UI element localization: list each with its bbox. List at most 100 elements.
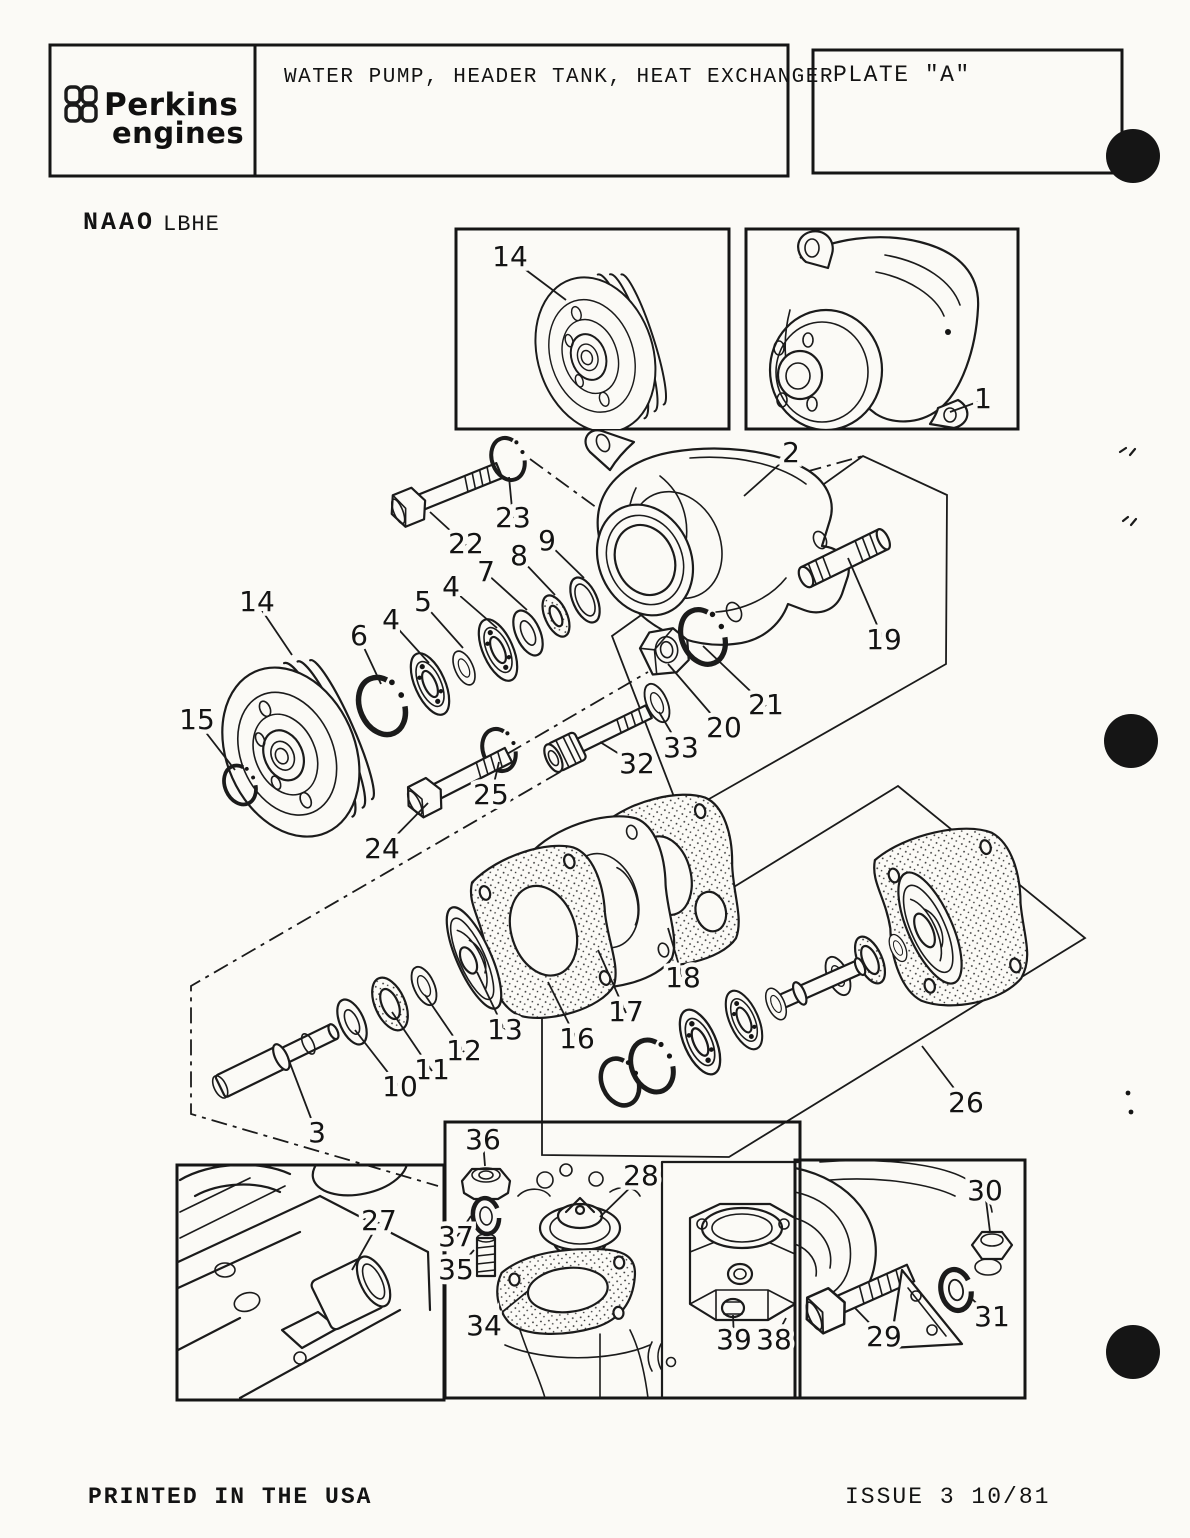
thermostat-housing-art xyxy=(460,1160,800,1398)
leader-line xyxy=(391,1011,433,1072)
leader-line xyxy=(483,1290,529,1328)
part-number-label: 12 xyxy=(446,1034,482,1067)
part-number-label: 35 xyxy=(438,1253,474,1286)
leader-line xyxy=(732,1314,735,1342)
plate-label: PLATE "A" xyxy=(833,62,971,88)
leader-line xyxy=(351,1221,380,1271)
part-number-label: 1 xyxy=(974,382,992,415)
leader-line xyxy=(429,511,467,546)
leader-line xyxy=(508,476,514,520)
leader-line xyxy=(546,541,585,579)
inset-box-pulley xyxy=(454,227,731,431)
leader-line xyxy=(354,1029,401,1089)
perkins-logo: Perkins engines xyxy=(64,85,244,150)
part-number-label: 34 xyxy=(466,1309,502,1342)
seal-ring-art xyxy=(569,576,601,624)
core-plug-art xyxy=(310,1255,392,1331)
inset-box-assembled-pump xyxy=(744,227,1020,431)
part-number-label: 23 xyxy=(495,501,531,534)
header-box xyxy=(48,43,790,178)
plate-box xyxy=(811,48,1124,175)
leader-line xyxy=(743,453,792,497)
seal-art xyxy=(541,594,571,638)
part-number-label: 13 xyxy=(487,1013,523,1046)
part-number-label: 26 xyxy=(948,1086,984,1119)
part-number-label: 2 xyxy=(782,436,800,469)
impeller-art xyxy=(445,906,503,1010)
frame-panel-lower-left xyxy=(190,771,561,1187)
part-number-label: 21 xyxy=(748,688,784,721)
shaft-art xyxy=(211,1023,340,1099)
leader-line xyxy=(381,802,429,851)
leader-line xyxy=(424,994,465,1053)
part-number-label: 24 xyxy=(364,832,400,865)
bracket-art xyxy=(888,1268,964,1350)
part-number-label: 22 xyxy=(448,527,484,560)
part-number-label: 33 xyxy=(663,731,699,764)
leader-line xyxy=(455,1215,472,1239)
part-number-label: 4 xyxy=(442,570,460,603)
perkins-squares-icon xyxy=(64,85,98,123)
part-number-label: 28 xyxy=(623,1159,659,1192)
leader-line xyxy=(658,711,682,750)
part-number-label: 20 xyxy=(706,711,742,744)
part-number-label: 6 xyxy=(350,619,368,652)
part-number-label: 32 xyxy=(619,747,655,780)
leader-line xyxy=(509,257,567,301)
assembled-pump-art xyxy=(768,230,980,429)
part-number-label: 30 xyxy=(967,1174,1003,1207)
leader-line xyxy=(476,971,506,1032)
gasket-art xyxy=(469,844,617,1020)
outlet-housing-art xyxy=(688,1202,797,1322)
part-number-label: 14 xyxy=(492,240,528,273)
heat-exchanger-art xyxy=(795,1160,1014,1350)
leader-line xyxy=(390,620,430,664)
part-number-label: 39 xyxy=(716,1323,752,1356)
leader-line xyxy=(847,557,885,642)
part-number-label: 17 xyxy=(608,995,644,1028)
footer-right: ISSUE 3 10/81 xyxy=(845,1484,1050,1510)
part-number-label: 5 xyxy=(414,585,432,618)
bolt-art xyxy=(797,1263,916,1339)
part-number-label: 31 xyxy=(974,1300,1010,1333)
part-number-label: 29 xyxy=(866,1320,902,1353)
leader-line xyxy=(450,587,498,629)
part-number-label: 11 xyxy=(414,1053,450,1086)
spindle-assembly-art xyxy=(594,827,1029,1111)
gasket-art xyxy=(496,1247,636,1335)
leader-line xyxy=(490,761,500,797)
leader-line xyxy=(599,741,638,766)
model-code-left: NAAO xyxy=(83,208,155,237)
leader-line xyxy=(482,1140,486,1167)
part-number-label: 7 xyxy=(477,555,495,588)
stud-art xyxy=(797,528,891,589)
leader-line xyxy=(485,572,528,611)
leader-line xyxy=(969,1296,993,1319)
logo-line1: Perkins xyxy=(104,87,238,123)
leader-line xyxy=(597,949,627,1014)
part-number-label: 37 xyxy=(438,1220,474,1253)
leader-line xyxy=(667,663,725,730)
leader-line xyxy=(667,927,684,980)
nut-art xyxy=(460,1167,512,1201)
part-number-label: 18 xyxy=(665,961,701,994)
bolt-art xyxy=(399,746,514,823)
part-number-label: 16 xyxy=(559,1022,595,1055)
model-code-right: LBHE xyxy=(163,212,220,237)
leader-line xyxy=(984,1191,991,1233)
header: Perkins engines WATER PUMP, HEADER TANK,… xyxy=(48,43,1124,178)
leader-line xyxy=(773,1317,787,1342)
leader-line xyxy=(702,645,767,707)
leader-line xyxy=(256,602,293,656)
nut-art xyxy=(638,627,690,676)
page-title: WATER PUMP, HEADER TANK, HEAT EXCHANGER xyxy=(284,66,834,89)
setscrew-art xyxy=(543,704,653,774)
part-number-label: 8 xyxy=(510,539,528,572)
leader-line xyxy=(854,1307,885,1339)
part-number-label: 10 xyxy=(382,1070,418,1103)
logo-line2: engines xyxy=(112,116,244,150)
part-number-label: 38 xyxy=(756,1323,792,1356)
leader-line xyxy=(599,1176,642,1218)
